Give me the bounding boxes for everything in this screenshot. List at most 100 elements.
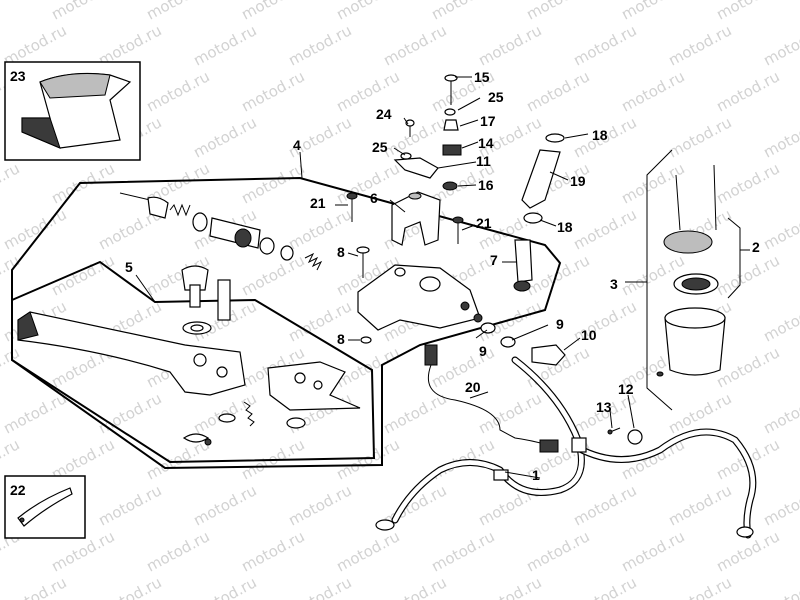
callout-23: 23 [10,68,26,84]
assembly-5-frame [11,260,376,464]
callout-4: 4 [293,137,301,153]
watermark-text: motod.ru [285,21,354,69]
watermark-text: motod.ru [333,0,402,24]
watermark-text: motod.ru [760,481,800,529]
watermark-text: motod.ru [143,67,212,115]
callout-25: 25 [372,139,388,155]
watermark-text: motod.ru [618,0,687,24]
watermark-text: motod.ru [333,159,402,207]
piston-assembly [119,192,323,271]
switch-wire [424,344,559,453]
callout-25: 25 [488,89,504,105]
watermark-text: motod.ru [0,205,69,253]
watermark-text: motod.ru [190,481,259,529]
callout-15: 15 [474,69,490,85]
callout-8: 8 [337,244,345,260]
callout-13: 13 [596,399,612,415]
watermark-text: motod.ru [760,113,800,161]
callout-7: 7 [490,252,498,268]
callout-16: 16 [478,177,494,193]
parts-12-13 [607,427,643,445]
watermark-text: motod.ru [713,0,782,24]
reservoir [656,164,726,377]
watermark-text: motod.ru [333,527,402,575]
leader-lines [135,76,750,479]
watermark-text: motod.ru [618,527,687,575]
callout-12: 12 [618,381,634,397]
watermark-text: motod.ru [333,67,402,115]
watermark-text: motod.ru [238,159,307,207]
watermark-text: motod.ru [475,21,544,69]
watermark-text: motod.ru [238,0,307,24]
watermark-text: motod.ru [523,251,592,299]
watermark-text: motod.ru [665,113,734,161]
callout-10: 10 [581,327,597,343]
assembly-4-frame [11,176,562,470]
watermark-text: motod.ru [428,343,497,391]
watermark-text: motod.ru [190,389,259,437]
callout-24: 24 [376,106,392,122]
callout-6: 6 [370,190,378,206]
watermark-text: motod.ru [665,573,734,600]
watermark-text: motod.ru [665,481,734,529]
watermark-text: motod.ru [713,343,782,391]
callout-20: 20 [465,379,481,395]
watermark-text: motod.ru [238,251,307,299]
watermark-text: motod.ru [665,21,734,69]
lever-guard-part [21,72,132,149]
callout-18: 18 [557,219,573,235]
watermark-text: motod.ru [0,159,23,207]
watermark-text: motod.ru [380,389,449,437]
watermark-text: motod.ru [523,67,592,115]
watermark-text: motod.ru [618,251,687,299]
callout-3: 3 [610,276,618,292]
watermark-text: motod.ru [760,573,800,600]
clamp-part [391,191,441,246]
watermark-text: motod.ru [285,481,354,529]
callout-21: 21 [310,195,326,211]
watermark-text: motod.ru [523,527,592,575]
watermark-text: motod.ru [760,389,800,437]
callout-2: 2 [752,239,760,255]
watermark-text: motod.ru [570,573,639,600]
watermark-text: motod.ru [570,205,639,253]
watermark-text: motod.ru [238,67,307,115]
watermark-text: motod.ru [0,0,23,24]
callout-14: 14 [478,135,494,151]
watermark-text: motod.ru [428,527,497,575]
callout-layer: 1234567889910111213141516171818192021212… [10,68,760,498]
watermark-text: motod.ru [713,67,782,115]
watermark-text: motod.ru [95,389,164,437]
master-cylinder-body [357,264,483,331]
watermark-text: motod.ru [0,573,69,600]
reservoir-hose [513,133,565,292]
watermark-text: motod.ru [48,0,117,24]
watermark-text: motod.ru [760,21,800,69]
callout-11: 11 [476,153,491,169]
watermark-text: motod.ru [95,481,164,529]
callout-21: 21 [476,215,492,231]
watermark-text: motod.ru [713,159,782,207]
callout-1: 1 [532,467,540,483]
watermark-text: motod.ru [190,21,259,69]
callout-9: 9 [479,343,487,359]
watermark-text: motod.ru [238,527,307,575]
strap-part [17,487,73,527]
watermark-text: motod.ru [190,573,259,600]
watermark-text: motod.ru [760,205,800,253]
screws [346,74,464,344]
callout-22: 22 [10,482,26,498]
brake-hoses [375,356,757,539]
watermark-text: motod.ru [760,297,800,345]
watermark-text: motod.ru [618,159,687,207]
watermark-text: motod.ru [48,251,117,299]
callout-9: 9 [556,316,564,332]
watermark-text: motod.ru [0,389,69,437]
piston-parts [181,265,306,446]
watermark-text: motod.ru [475,389,544,437]
callout-19: 19 [570,173,586,189]
watermark-text: motod.ru [285,573,354,600]
watermark-text: motod.ru [380,573,449,600]
